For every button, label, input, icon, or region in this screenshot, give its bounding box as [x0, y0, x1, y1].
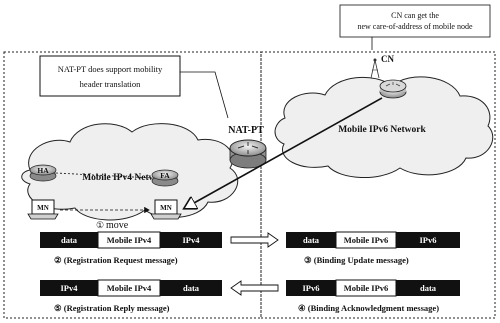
cn-node [379, 79, 407, 99]
fa-node: FA [151, 169, 179, 187]
mn-left-label: MN [37, 204, 49, 212]
mn-right-node: MN [150, 199, 182, 220]
fa-router-icon [151, 169, 179, 181]
translate-right-arrow [230, 232, 279, 248]
reg-request-cell-2: Mobile IPv4 [107, 235, 152, 245]
ipv6-network-cloud [274, 76, 494, 178]
reg-request-cell-1: data [61, 235, 78, 245]
fa-label: FA [160, 171, 170, 180]
move-step-number: ① [96, 220, 104, 230]
natpt-callout-box [39, 55, 181, 97]
mn-left-node: MN [27, 199, 59, 220]
reg-reply-cell-1: IPv4 [61, 283, 79, 293]
cn-callout-line1: CN can get the [391, 11, 439, 20]
reg-reply-packet: IPv4 Mobile IPv4 data [40, 279, 222, 297]
mn-cn-path-line [185, 97, 383, 208]
binding-ack-packet: IPv6 Mobile IPv6 data [286, 279, 460, 297]
reg-reply-cell-2: Mobile IPv4 [107, 283, 152, 293]
reg-request-packet: data Mobile IPv4 IPv4 [40, 231, 222, 249]
binding-ack-caption: ④ (Binding Acknowledgment message) [298, 303, 439, 313]
natpt-router [229, 139, 267, 169]
ipv4-network-label: Mobile IPv4 Network [82, 173, 170, 183]
binding-ack-cell-1: IPv6 [303, 283, 320, 293]
binding-ack-cell-3: data [420, 283, 437, 293]
ha-fa-link [55, 172, 153, 179]
cn-callout-line2: new care-of-address of mobile node [357, 22, 473, 31]
ha-label: HA [37, 166, 49, 175]
binding-update-packet: data Mobile IPv6 IPv6 [286, 231, 460, 249]
natpt-callout-line2: header translation [80, 79, 141, 89]
natpt-callout-line1: NAT-PT does support mobility [58, 64, 163, 74]
ipv6-domain-frame [260, 51, 496, 319]
natpt-callout-pointer [180, 71, 229, 119]
cn-callout-box [339, 4, 491, 38]
cn-label: CN [381, 54, 394, 64]
ha-router-icon [29, 164, 57, 176]
reg-request-cell-3: IPv4 [183, 235, 201, 245]
binding-update-cell-2: Mobile IPv6 [344, 235, 389, 245]
ipv4-domain-frame [3, 51, 262, 319]
binding-update-cell-1: data [303, 235, 320, 245]
natpt-label: NAT-PT [228, 125, 264, 136]
binding-update-caption: ③ (Binding Update message) [304, 255, 409, 265]
ipv6-network-label: Mobile IPv6 Network [338, 125, 426, 135]
ha-node: HA [29, 164, 57, 182]
binding-update-cell-3: IPv6 [420, 235, 437, 245]
reg-reply-cell-3: data [183, 283, 200, 293]
natpt-router-icon [229, 139, 267, 157]
reg-reply-caption: ⑤ (Registration Reply message) [54, 303, 170, 313]
mn-right-label: MN [160, 204, 172, 212]
move-label: move [106, 220, 129, 231]
binding-ack-cell-2: Mobile IPv6 [344, 283, 389, 293]
reg-request-caption: ② (Registration Request message) [54, 255, 178, 265]
antenna-icon [370, 58, 380, 79]
translate-left-arrow [230, 280, 279, 296]
